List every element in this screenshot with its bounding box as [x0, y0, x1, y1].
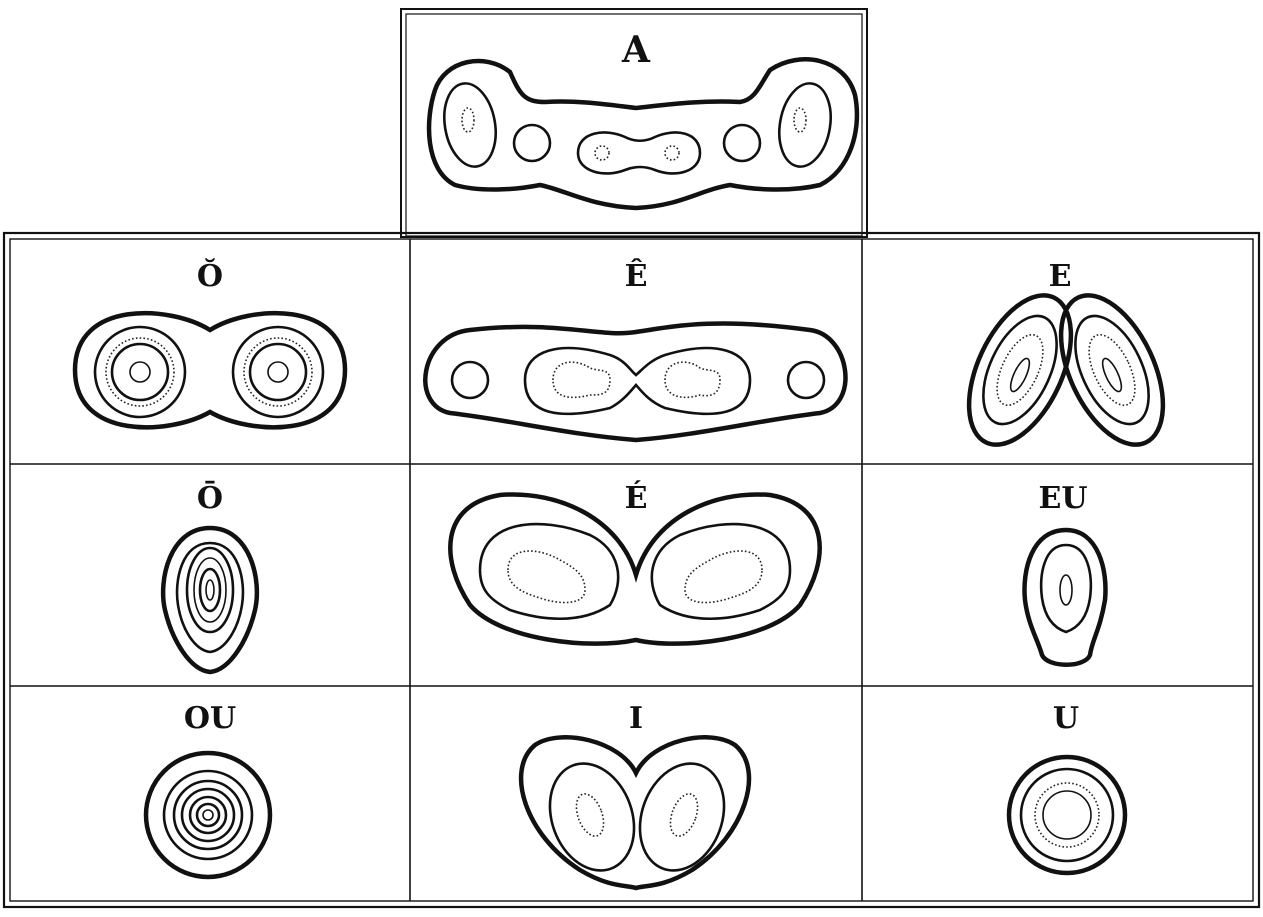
- cell-label-e-acute: É: [625, 480, 648, 516]
- cell-label-e-circumflex: Ê: [625, 258, 648, 294]
- cell-e-circumflex: Ê: [425, 258, 845, 440]
- cell-label-o-breve: Ŏ: [197, 258, 223, 294]
- cell-e-acute: É: [450, 480, 819, 644]
- cell-eu: EU: [1024, 481, 1105, 665]
- cell-label-ou: OU: [184, 701, 236, 736]
- cell-a: A: [429, 29, 857, 208]
- cell-u: U: [1009, 701, 1125, 873]
- cell-o-breve: Ŏ: [75, 258, 345, 427]
- cell-label-eu: EU: [1038, 481, 1087, 516]
- cell-ou: OU: [146, 701, 270, 877]
- cell-i: I: [521, 701, 749, 888]
- cell-label-u: U: [1053, 701, 1079, 736]
- cell-label-a: A: [621, 29, 651, 71]
- diagram-frame: [4, 9, 1259, 907]
- cell-label-o-macron: Ō: [197, 480, 223, 516]
- contour-outer-a: [429, 59, 857, 208]
- cell-label-e: E: [1049, 259, 1072, 294]
- cell-o-macron: Ō: [163, 480, 257, 672]
- cell-label-i: I: [629, 701, 643, 736]
- cell-e: E: [948, 259, 1184, 460]
